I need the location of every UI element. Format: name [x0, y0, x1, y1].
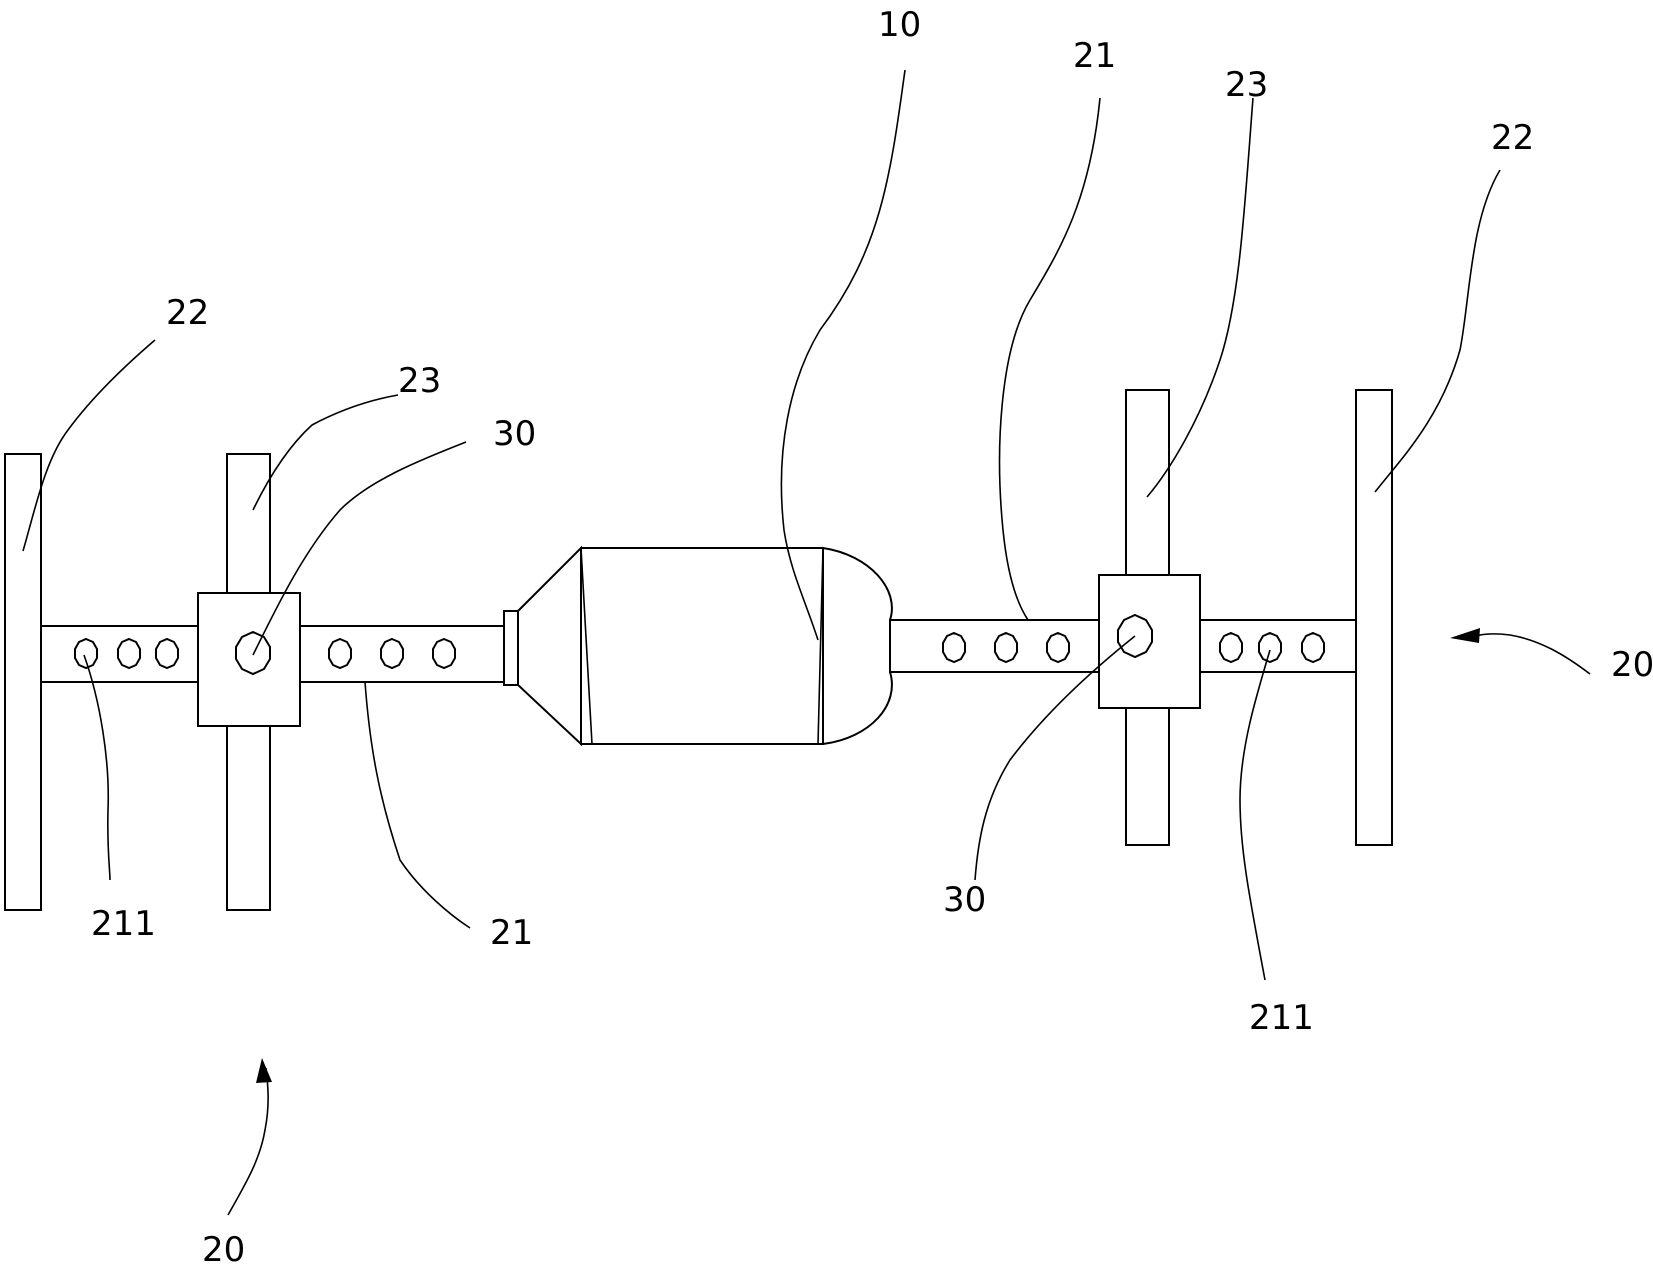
label-30-left: 30 — [493, 414, 536, 454]
leader-10 — [780, 69, 906, 641]
leader-21-left — [364, 681, 471, 929]
leader-21-right — [998, 97, 1101, 621]
seam-right — [817, 547, 824, 745]
left-holes-inner — [328, 637, 456, 670]
hole — [942, 631, 966, 664]
hole — [1219, 631, 1243, 664]
left-assembly — [4, 453, 505, 911]
leader-30-left — [252, 441, 467, 656]
seam-left — [580, 547, 593, 745]
arrowhead-20-right — [1450, 628, 1480, 643]
left-end-plate — [4, 453, 42, 911]
label-21-left: 21 — [490, 913, 533, 953]
leader-22-left — [22, 339, 156, 552]
dome-end — [822, 546, 893, 746]
leader-lines — [22, 69, 1591, 1216]
hole — [155, 637, 179, 670]
arrowhead-20-bottom — [256, 1058, 272, 1083]
label-22-left: 22 — [166, 293, 209, 333]
label-10: 10 — [878, 5, 921, 45]
label-23-left: 23 — [398, 361, 441, 401]
reference-labels: 10 21 23 22 22 23 30 20 30 211 21 211 20 — [91, 5, 1653, 1270]
leader-23-left — [252, 394, 399, 511]
right-assembly — [889, 389, 1393, 846]
right-end-plate — [1355, 389, 1393, 846]
hole — [1301, 631, 1325, 664]
label-211-left: 211 — [91, 904, 156, 944]
left-holes-outer — [74, 637, 179, 670]
label-20-bottom: 20 — [202, 1230, 245, 1270]
label-20-right: 20 — [1611, 645, 1653, 685]
right-holes-inner — [942, 631, 1070, 664]
left-bolt-head — [235, 630, 271, 676]
label-30-right: 30 — [943, 880, 986, 920]
leader-211-left — [83, 654, 111, 881]
label-21-right: 21 — [1073, 36, 1116, 76]
label-211-right: 211 — [1249, 998, 1314, 1038]
leader-20-right — [1474, 633, 1591, 675]
hole — [74, 637, 98, 670]
main-body — [503, 545, 893, 747]
label-22-right: 22 — [1491, 118, 1534, 158]
hole — [432, 637, 456, 670]
leader-211-right — [1239, 649, 1271, 981]
conical-section — [517, 545, 582, 747]
hole — [1046, 631, 1070, 664]
leader-30-right — [974, 635, 1136, 881]
hole — [328, 637, 352, 670]
leader-20-bottom — [227, 1067, 269, 1216]
cylinder-body — [580, 547, 824, 745]
label-23-right: 23 — [1225, 65, 1268, 105]
hole — [994, 631, 1018, 664]
right-holes-outer — [1219, 631, 1325, 664]
leader-22-right — [1374, 169, 1501, 493]
neck-flange — [503, 610, 519, 686]
hole — [380, 637, 404, 670]
hole — [1258, 631, 1282, 664]
hole — [117, 637, 141, 670]
leader-23-right — [1146, 97, 1254, 498]
